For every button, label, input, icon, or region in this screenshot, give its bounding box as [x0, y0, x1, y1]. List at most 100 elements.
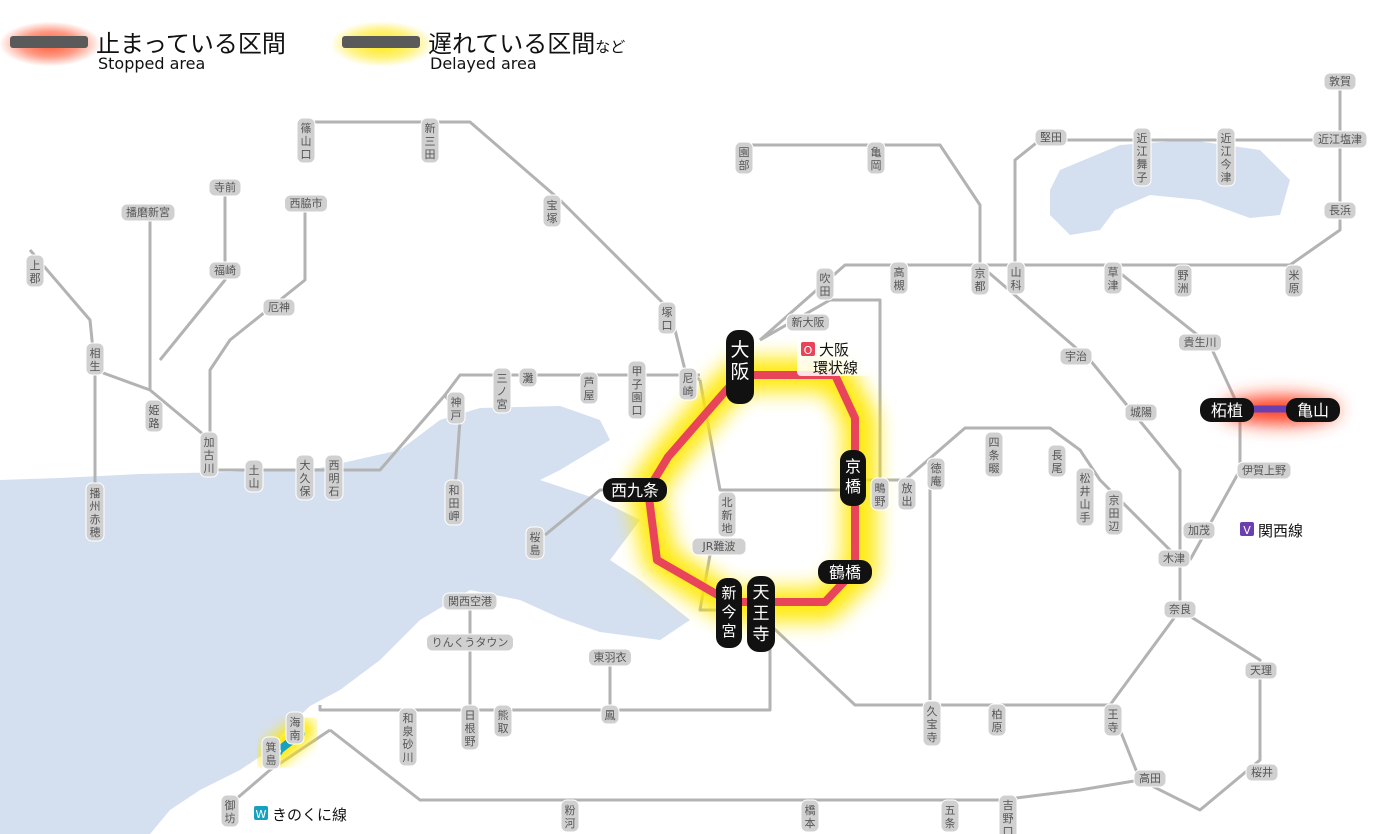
station-label[interactable]: 御坊 [220, 794, 240, 828]
station-nishikujo[interactable]: 西九条 [611, 481, 659, 500]
station-label[interactable]: 宝塚 [542, 194, 562, 228]
station-pill-nishikujo-bg[interactable] [603, 478, 667, 502]
station-label[interactable]: 粉河 [560, 799, 580, 833]
station-label[interactable]: 王寺 [1103, 703, 1123, 737]
station-label[interactable]: 熊取 [493, 704, 513, 738]
station-label[interactable]: 堅田 [1034, 128, 1068, 147]
station-label[interactable]: 米原 [1284, 264, 1304, 298]
station-label[interactable]: 和田岬 [444, 479, 464, 526]
station-label[interactable]: 野洲 [1173, 264, 1193, 298]
station-kyobashi[interactable]: 京橋 [845, 457, 861, 496]
station-label[interactable]: 日根野 [460, 704, 480, 751]
station-label[interactable]: 北新地 [717, 491, 737, 538]
station-label[interactable]: 久宝寺 [922, 700, 942, 747]
station-label[interactable]: 塚口 [657, 301, 677, 335]
station-label[interactable]: 吹田 [815, 267, 835, 301]
station-label[interactable]: 関西空港 [442, 592, 498, 611]
station-label[interactable]: 五条 [940, 799, 960, 833]
station-label[interactable]: 四条畷 [984, 431, 1004, 478]
station-label[interactable]: 新大阪 [786, 313, 830, 332]
station-label[interactable]: 鴫野 [870, 477, 890, 511]
station-pill-tsuruhashi-bg[interactable] [818, 560, 872, 584]
station-label[interactable]: 城陽 [1124, 403, 1158, 422]
svg-text:播磨新宮: 播磨新宮 [126, 205, 170, 219]
station-pill-shinimamiya-bg[interactable] [716, 578, 742, 648]
station-label[interactable]: 橋本 [800, 799, 820, 833]
station-label[interactable]: 長尾 [1047, 444, 1067, 478]
station-label[interactable]: 和泉砂川 [398, 707, 418, 767]
station-label[interactable]: 宇治 [1059, 347, 1093, 366]
station-kameyama[interactable]: 亀山 [1297, 401, 1329, 420]
station-label[interactable]: 京都 [970, 262, 990, 296]
station-label[interactable]: 海南 [285, 711, 305, 745]
station-pill-osaka-bg[interactable] [726, 330, 754, 404]
svg-text:福崎: 福崎 [214, 263, 236, 277]
station-label[interactable]: 敦賀 [1323, 72, 1357, 91]
station-shinimamiya[interactable]: 新今宮 [721, 584, 736, 640]
station-label[interactable]: 高槻 [889, 261, 909, 295]
station-label[interactable]: 奈良 [1163, 600, 1197, 619]
station-label[interactable]: 近江今津 [1216, 127, 1236, 187]
station-label[interactable]: 播州赤穂 [85, 482, 105, 542]
station-label[interactable]: 桜井 [1245, 763, 1279, 782]
station-label[interactable]: 桜島 [525, 526, 545, 560]
station-label[interactable]: 吉野口 [998, 794, 1018, 834]
station-osaka[interactable]: 大阪 [730, 339, 749, 383]
station-label[interactable]: 松井山手 [1075, 467, 1095, 527]
station-label[interactable]: 柏原 [987, 703, 1007, 737]
station-pill-kameyama-bg[interactable] [1286, 398, 1340, 422]
station-label[interactable]: 長浜 [1323, 201, 1357, 220]
station-label[interactable]: 寺前 [208, 178, 242, 197]
station-label[interactable]: 新三田 [420, 117, 440, 164]
svg-text:宇治: 宇治 [1065, 349, 1087, 363]
station-label[interactable]: 貴生川 [1178, 333, 1222, 352]
station-pill-kyobashi-bg[interactable] [840, 450, 866, 506]
station-label[interactable]: 天理 [1244, 661, 1278, 680]
station-label[interactable]: 姫路 [144, 399, 164, 433]
station-label[interactable]: 加古川 [199, 431, 219, 478]
station-label[interactable]: 伊賀上野 [1236, 461, 1292, 480]
station-label[interactable]: 鳳 [600, 704, 620, 725]
station-label[interactable]: 芦屋 [579, 371, 599, 405]
station-label[interactable]: 亀岡 [866, 141, 886, 175]
station-label[interactable]: 草津 [1103, 261, 1123, 295]
station-label[interactable]: JR難波 [691, 537, 747, 556]
station-label[interactable]: 園部 [734, 141, 754, 175]
station-label[interactable]: 厄神 [262, 298, 296, 317]
svg-text:五条: 五条 [945, 804, 956, 830]
station-pill-tennoji-bg[interactable] [747, 576, 775, 652]
svg-text:海南: 海南 [290, 715, 301, 742]
station-label[interactable]: 近江舞子 [1132, 127, 1152, 187]
svg-text:奈良: 奈良 [1169, 602, 1191, 616]
station-label[interactable]: 木津 [1157, 549, 1191, 568]
station-label[interactable]: 三ノ宮 [492, 367, 512, 414]
station-label[interactable]: 京田辺 [1104, 489, 1124, 536]
station-tsuruhashi[interactable]: 鶴橋 [829, 563, 861, 582]
station-label[interactable]: 山科 [1006, 261, 1026, 295]
station-label[interactable]: 甲子園口 [627, 360, 647, 420]
station-label[interactable]: 加茂 [1182, 521, 1216, 540]
svg-text:甲子園口: 甲子園口 [632, 365, 643, 417]
station-label[interactable]: 上郡 [25, 254, 45, 288]
station-label[interactable]: 西明石 [324, 454, 344, 501]
station-label[interactable]: 尼崎 [678, 367, 698, 401]
station-tsuge[interactable]: 柘植 [1211, 401, 1243, 420]
station-label[interactable]: 神戸 [446, 391, 466, 425]
station-label[interactable]: 西脇市 [284, 194, 328, 213]
station-tennoji[interactable]: 天王寺 [753, 583, 770, 645]
station-label[interactable]: 高田 [1133, 769, 1167, 788]
station-label[interactable]: 篠山口 [296, 117, 316, 164]
station-label[interactable]: 灘 [518, 367, 538, 388]
station-label[interactable]: 相生 [85, 342, 105, 376]
station-label[interactable]: 近江塩津 [1312, 130, 1368, 149]
station-label[interactable]: 大久保 [295, 454, 315, 501]
station-label[interactable]: 箕島 [261, 736, 281, 770]
station-label[interactable]: 播磨新宮 [120, 203, 176, 222]
station-label[interactable]: 福崎 [208, 261, 242, 280]
station-label[interactable]: 放出 [897, 477, 917, 511]
station-label[interactable]: 徳庵 [926, 457, 946, 491]
station-label[interactable]: 東羽衣 [588, 648, 632, 667]
station-pill-tsuge-bg[interactable] [1200, 398, 1254, 422]
station-label[interactable]: 土山 [244, 459, 264, 493]
station-label[interactable]: りんくうタウン [426, 633, 514, 652]
